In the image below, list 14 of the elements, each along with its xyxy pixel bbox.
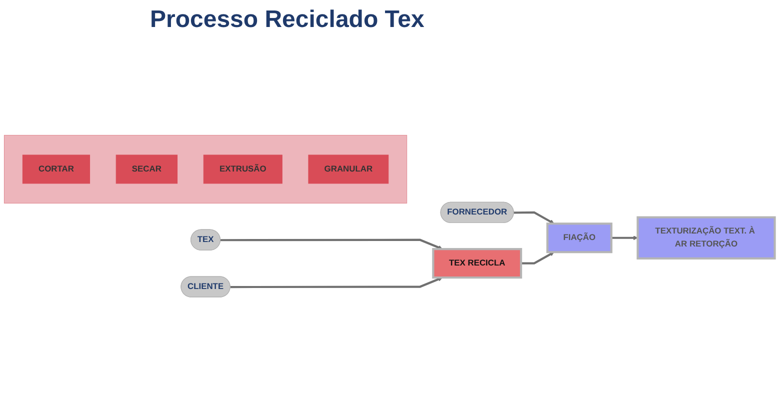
- arrow: [514, 212, 554, 224]
- node-box: TEX RECICLA: [432, 248, 522, 279]
- arrow: [611, 236, 638, 241]
- node-box: GRANULAR: [308, 155, 389, 184]
- node-box: EXTRUSÃO: [203, 155, 282, 184]
- node-box: SECAR: [116, 155, 178, 184]
- diagram-title: Processo Reciclado Tex: [150, 6, 426, 34]
- cluster: [4, 135, 408, 204]
- node-box: FIAÇÃO: [546, 222, 612, 254]
- arrow: [230, 277, 443, 288]
- arrow: [220, 239, 443, 250]
- node-box: TEXTURIZAÇÃO TEXT. À AR RETORÇÃO: [636, 216, 776, 260]
- node-box: CORTAR: [22, 155, 90, 184]
- arrow: [521, 252, 554, 265]
